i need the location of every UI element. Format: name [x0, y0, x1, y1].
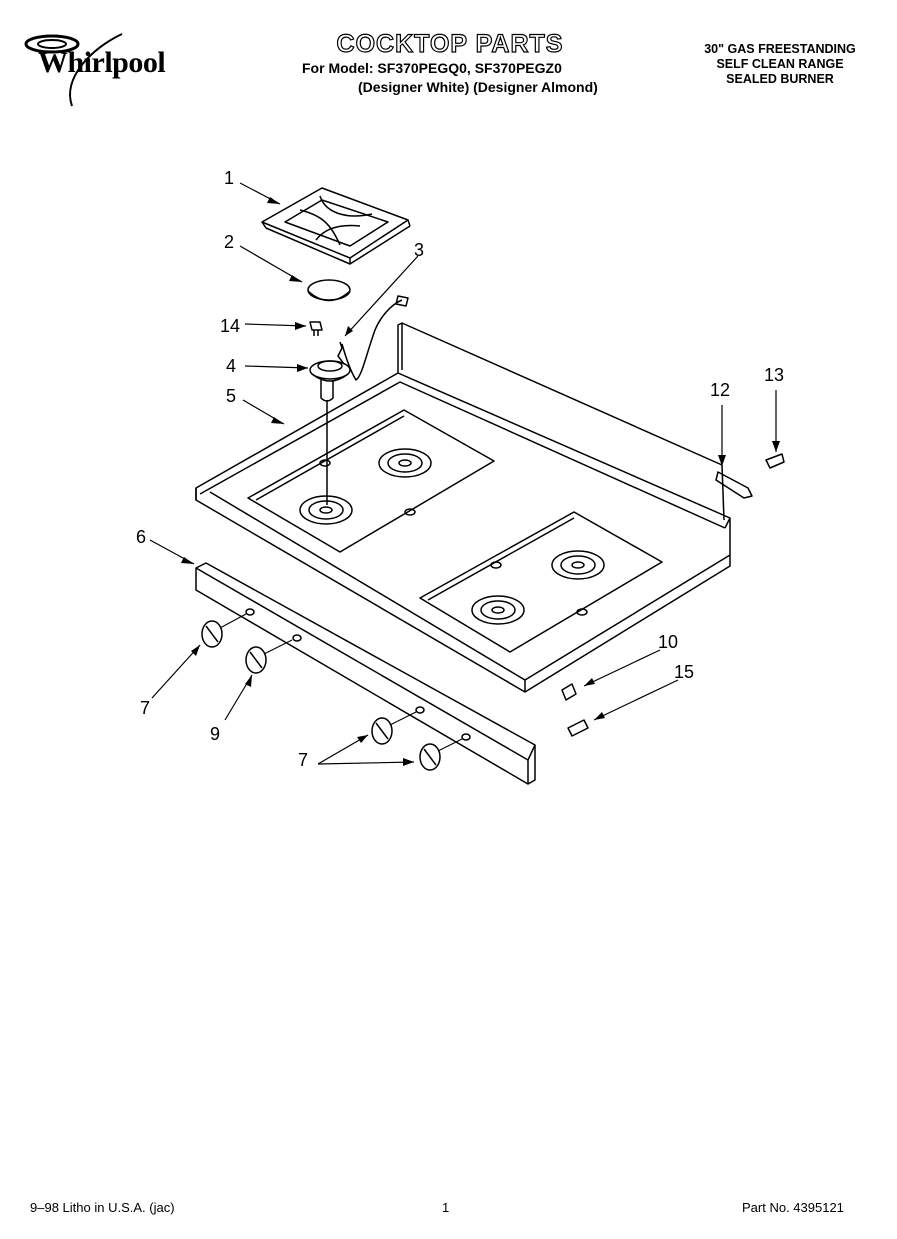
control-panel-strip [195, 562, 536, 785]
burner-cap [307, 279, 351, 302]
litho-note: 9–98 Litho in U.S.A. (jac) [30, 1200, 175, 1215]
igniter-wire [337, 295, 409, 381]
color-line: (Designer White) (Designer Almond) [358, 79, 598, 95]
part-number: Part No. 4395121 [742, 1200, 844, 1215]
whirlpool-logo [24, 33, 123, 107]
callout-12: 12 [710, 380, 731, 400]
product-description: 30" GAS FREESTANDING SELF CLEAN RANGE SE… [680, 42, 880, 87]
description-line: SELF CLEAN RANGE [716, 57, 844, 71]
callout-2: 2 [224, 232, 235, 252]
callout-4: 4 [226, 356, 237, 376]
screw [567, 719, 589, 737]
burner-base [309, 360, 351, 402]
callout-6: 6 [136, 527, 147, 547]
knob [419, 743, 441, 771]
callout-5: 5 [226, 386, 237, 406]
model-line: For Model: SF370PEGQ0, SF370PEGZ0 [302, 60, 562, 76]
callout-15: 15 [674, 662, 695, 682]
page-number: 1 [442, 1200, 450, 1215]
knob [371, 717, 393, 745]
screw [765, 453, 785, 469]
callout-14: 14 [220, 316, 241, 336]
page-title: COCKTOP PARTS [336, 29, 564, 58]
burner-grate [261, 187, 411, 265]
screw [309, 321, 323, 336]
brand-name: Whirlpool [38, 46, 166, 79]
clip [561, 683, 577, 701]
knob [245, 646, 267, 674]
cooktop-panel [195, 322, 731, 693]
callout-1: 1 [224, 168, 235, 188]
callout-7b: 7 [298, 750, 309, 770]
knob [201, 620, 223, 648]
callout-3: 3 [414, 240, 425, 260]
callout-9: 9 [210, 724, 221, 744]
callout-13: 13 [764, 365, 785, 385]
description-line: 30" GAS FREESTANDING [704, 42, 856, 56]
callout-7: 7 [140, 698, 151, 718]
callout-10: 10 [658, 632, 679, 652]
description-line: SEALED BURNER [726, 72, 834, 86]
igniter-bracket [715, 471, 753, 499]
